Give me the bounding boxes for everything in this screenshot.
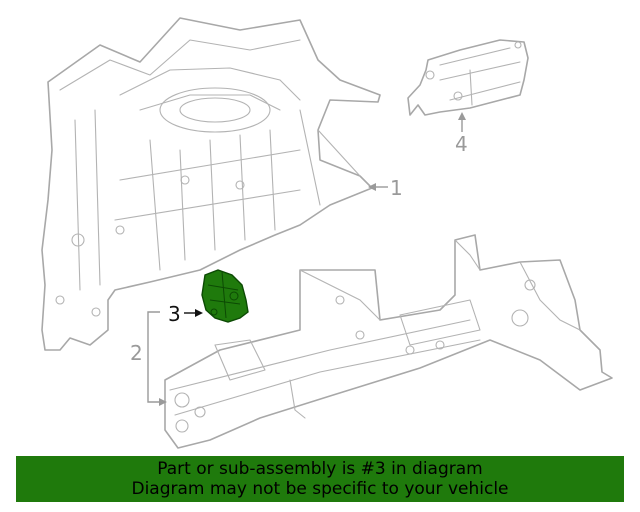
part-2-frame-rail: [164, 234, 613, 449]
leader-4-arrowhead: [458, 112, 466, 120]
part-1-wheelhouse-apron: [41, 17, 381, 351]
callout-number-4: 4: [455, 132, 468, 156]
callout-leaders: [147, 112, 466, 406]
callout-number-2: 2: [130, 341, 143, 365]
info-banner: Part or sub-assembly is #3 in diagram Di…: [16, 456, 624, 502]
leader-3-arrowhead: [195, 309, 203, 317]
banner-line-2: Diagram may not be specific to your vehi…: [131, 479, 509, 499]
banner-line-1: Part or sub-assembly is #3 in diagram: [157, 459, 483, 479]
leader-2: [147, 311, 160, 352]
leader-1-arrowhead: [368, 183, 376, 191]
part-4-bracket: [407, 39, 529, 116]
leader-2-arrowhead: [159, 398, 167, 406]
callout-number-3: 3: [168, 302, 181, 326]
leader-2-lower: [147, 352, 160, 403]
part-3-mount-highlighted: [201, 269, 249, 323]
callout-number-1: 1: [390, 176, 403, 200]
